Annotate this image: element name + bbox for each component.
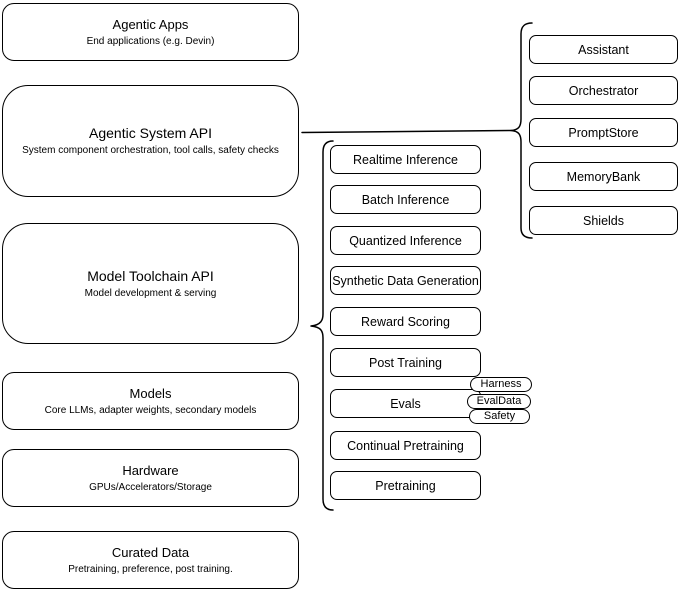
agentic-components-brace	[510, 22, 533, 239]
box-subtitle: Core LLMs, adapter weights, secondary mo…	[44, 404, 257, 416]
toolchain-item-label: Realtime Inference	[353, 152, 458, 167]
toolchain-item-label: Evals	[390, 396, 421, 411]
component-label: PromptStore	[568, 125, 639, 140]
eval-tag-label: Harness	[480, 378, 522, 390]
toolchain-item-label: Quantized Inference	[349, 233, 462, 248]
component-assistant: Assistant	[529, 35, 678, 64]
box-title: Model Toolchain API	[87, 267, 214, 284]
toolchain-item-label: Continual Pretraining	[347, 438, 464, 453]
eval-tag-label: Safety	[483, 410, 516, 422]
box-subtitle: Model development & serving	[84, 287, 217, 299]
component-shields: Shields	[529, 206, 678, 235]
box-title: Agentic System API	[89, 125, 212, 141]
toolchain-item-quantized-inference: Quantized Inference	[330, 226, 481, 255]
toolchain-item-reward-scoring: Reward Scoring	[330, 307, 481, 336]
model-toolchain-brace	[310, 140, 334, 511]
box-title: Agentic Apps	[112, 16, 189, 32]
box-subtitle: GPUs/Accelerators/Storage	[89, 481, 212, 493]
toolchain-item-realtime-inference: Realtime Inference	[330, 145, 481, 174]
box-title: Models	[129, 385, 172, 401]
component-orchestrator: Orchestrator	[529, 76, 678, 105]
toolchain-item-label: Reward Scoring	[361, 314, 450, 329]
toolchain-item-continual-pretraining: Continual Pretraining	[330, 431, 481, 460]
toolchain-item-synthetic-data-generation: Synthetic Data Generation	[330, 266, 481, 295]
box-agentic-system-api: Agentic System API System component orch…	[2, 85, 299, 197]
eval-tag-safety: Safety	[469, 409, 530, 424]
toolchain-item-label: Synthetic Data Generation	[332, 273, 479, 288]
box-title: Hardware	[122, 462, 179, 478]
toolchain-item-label: Pretraining	[375, 478, 436, 493]
box-curated-data: Curated Data Pretraining, preference, po…	[2, 531, 299, 589]
toolchain-item-pretraining: Pretraining	[330, 471, 481, 500]
box-models: Models Core LLMs, adapter weights, secon…	[2, 372, 299, 430]
toolchain-item-post-training: Post Training	[330, 348, 481, 377]
component-promptstore: PromptStore	[529, 118, 678, 147]
eval-tag-harness: Harness	[470, 377, 532, 392]
box-agentic-apps: Agentic Apps End applications (e.g. Devi…	[2, 3, 299, 61]
box-subtitle: Pretraining, preference, post training.	[68, 563, 233, 575]
component-label: MemoryBank	[566, 169, 641, 184]
eval-tag-evaldata: EvalData	[467, 394, 531, 409]
eval-tag-label: EvalData	[476, 395, 522, 407]
toolchain-item-batch-inference: Batch Inference	[330, 185, 481, 214]
toolchain-item-label: Batch Inference	[361, 192, 450, 207]
component-memorybank: MemoryBank	[529, 162, 678, 191]
box-title: Curated Data	[111, 544, 190, 560]
component-label: Shields	[583, 213, 624, 228]
component-label: Assistant	[578, 42, 629, 57]
component-label: Orchestrator	[568, 83, 639, 98]
box-subtitle: End applications (e.g. Devin)	[86, 35, 215, 47]
box-subtitle: System component orchestration, tool cal…	[22, 145, 279, 156]
box-hardware: Hardware GPUs/Accelerators/Storage	[2, 449, 299, 507]
toolchain-item-label: Post Training	[369, 355, 442, 370]
system-api-connector-line	[301, 129, 512, 134]
box-model-toolchain-api: Model Toolchain API Model development & …	[2, 223, 299, 344]
toolchain-item-evals: Evals	[330, 389, 481, 418]
